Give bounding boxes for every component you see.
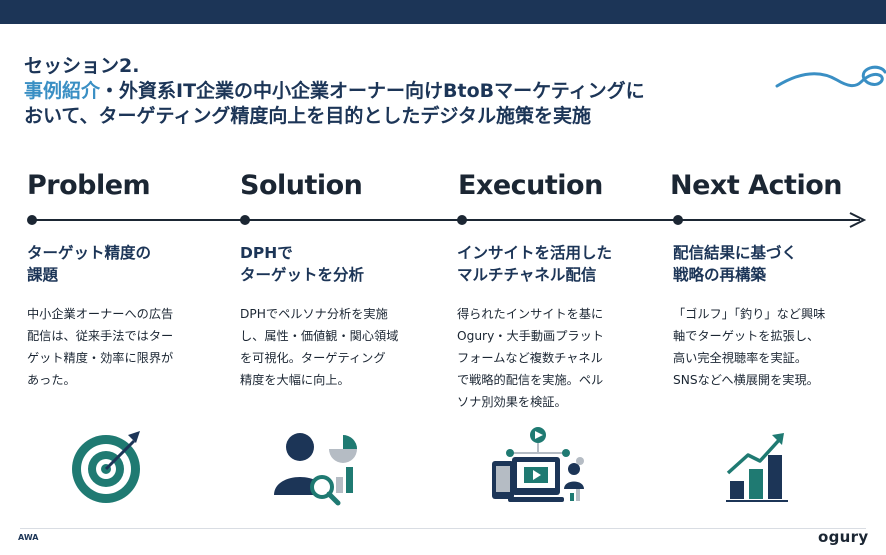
stage-label-problem: Problem [27, 170, 151, 201]
body-line: 中小企業オーナーへの広告 [27, 307, 174, 321]
heading-line: DPHで [240, 244, 293, 262]
body-line: SNSなどへ横展開を実現。 [673, 373, 819, 387]
footer-label: AWA [18, 533, 39, 542]
body-line: 配信は、従来手法ではター [27, 329, 174, 343]
heading-line: ターゲットを分析 [240, 266, 365, 284]
body-line: を可視化。ターゲティング [240, 351, 386, 365]
title-line-1: セッション2. [24, 55, 140, 77]
title-line-2: 事例紹介・外資系IT企業の中小企業オーナー向けBtoBマーケティングに [24, 79, 784, 104]
column-heading: 配信結果に基づく 戦略の再構築 [673, 242, 869, 286]
body-line: フォームなど複数チャネル [457, 351, 603, 365]
column-solution: DPHで ターゲットを分析 DPHでペルソナ分析を実施 し、属性・価値観・関心領… [240, 242, 436, 391]
body-line: 「ゴルフ」「釣り」など興味 [673, 307, 826, 321]
body-line: 得られたインサイトを基に [457, 307, 604, 321]
timeline-dot [240, 215, 250, 225]
body-line: Ogury・大手動画プラット [457, 329, 604, 343]
heading-line: ターゲット精度の [27, 244, 152, 262]
column-next-action: 配信結果に基づく 戦略の再構築 「ゴルフ」「釣り」など興味 軸でターゲットを拡張… [673, 242, 869, 391]
stage-label-next-action: Next Action [670, 170, 842, 201]
timeline-dot [457, 215, 467, 225]
heading-line: 戦略の再構築 [673, 266, 767, 284]
timeline-dot [27, 215, 37, 225]
column-body: 「ゴルフ」「釣り」など興味 軸でターゲットを拡張し、 高い完全視聴率を実証。 S… [673, 303, 869, 391]
persona-analysis-icon [274, 433, 357, 506]
timeline-dot [673, 215, 683, 225]
ogury-logo: ogury [818, 528, 869, 546]
heading-line: 課題 [27, 266, 59, 284]
arrow-right-icon [849, 212, 866, 228]
top-bar [0, 0, 886, 24]
column-heading: DPHで ターゲットを分析 [240, 242, 436, 286]
heading-line: インサイトを活用した [457, 244, 613, 262]
heading-line: 配信結果に基づく [673, 244, 798, 262]
body-line: ゲット精度・効率に限界が [27, 351, 174, 365]
target-icon [72, 431, 140, 503]
column-execution: インサイトを活用した マルチチャネル配信 得られたインサイトを基に Ogury・… [457, 242, 653, 413]
title-line-3: おいて、ターゲティング精度向上を目的としたデジタル施策を実施 [24, 105, 591, 127]
title-highlight: 事例紹介 [24, 80, 101, 102]
footer-divider [20, 528, 866, 529]
growth-chart-icon [726, 433, 788, 502]
column-heading: ターゲット精度の 課題 [27, 242, 223, 286]
column-body: 中小企業オーナーへの広告 配信は、従来手法ではター ゲット精度・効率に限界が あ… [27, 303, 223, 391]
column-body: 得られたインサイトを基に Ogury・大手動画プラット フォームなど複数チャネル… [457, 303, 653, 413]
body-line: 高い完全視聴率を実証。 [673, 351, 808, 365]
stage-label-solution: Solution [240, 170, 363, 201]
body-line: あった。 [27, 373, 76, 387]
timeline-line [28, 219, 860, 221]
column-body: DPHでペルソナ分析を実施 し、属性・価値観・関心領域 を可視化。ターゲティング… [240, 303, 436, 391]
body-line: し、属性・価値観・関心領域 [240, 329, 399, 343]
stage-label-execution: Execution [458, 170, 603, 201]
title-line-2-rest: ・外資系IT企業の中小企業オーナー向けBtoBマーケティングに [100, 80, 645, 102]
column-heading: インサイトを活用した マルチチャネル配信 [457, 242, 653, 286]
body-line: 精度を大幅に向上。 [240, 373, 350, 387]
body-line: ソナ別効果を検証。 [457, 395, 567, 409]
multichannel-icon [492, 427, 584, 502]
heading-line: マルチチャネル配信 [457, 266, 597, 284]
column-problem: ターゲット精度の 課題 中小企業オーナーへの広告 配信は、従来手法ではター ゲッ… [27, 242, 223, 391]
swoosh-decoration-icon [775, 65, 886, 88]
body-line: 軸でターゲットを拡張し、 [673, 329, 820, 343]
page-title: セッション2. 事例紹介・外資系IT企業の中小企業オーナー向けBtoBマーケティ… [24, 54, 784, 129]
body-line: DPHでペルソナ分析を実施 [240, 307, 388, 321]
body-line: で戦略的配信を実施。ペル [457, 373, 604, 387]
